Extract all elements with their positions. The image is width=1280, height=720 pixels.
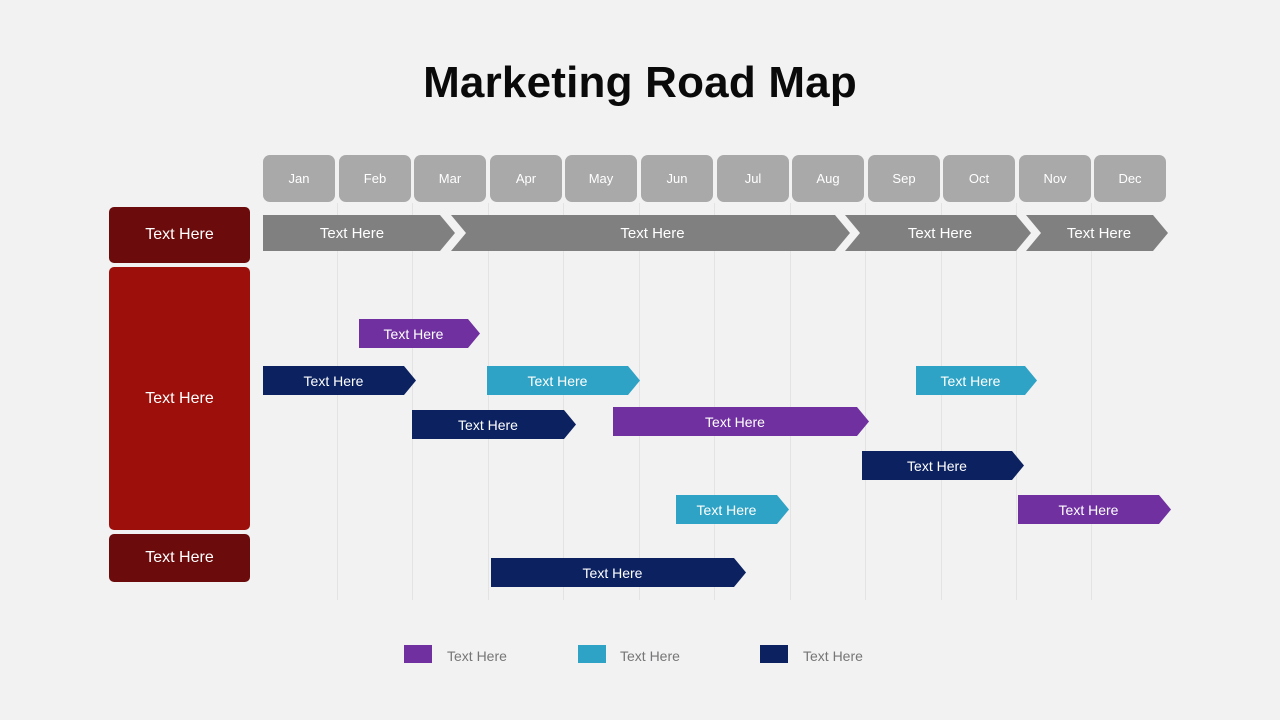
- gridline: [412, 203, 413, 600]
- gridline: [488, 203, 489, 600]
- legend-label: Text Here: [447, 648, 507, 664]
- month-may: May: [565, 155, 637, 202]
- task-bar: Text Here: [862, 451, 1024, 480]
- legend-swatch-navy: [760, 645, 788, 663]
- month-mar: Mar: [414, 155, 486, 202]
- gridline: [865, 203, 866, 600]
- month-jan: Jan: [263, 155, 335, 202]
- phase-bar: Text Here: [451, 215, 850, 251]
- month-nov: Nov: [1019, 155, 1091, 202]
- task-bar: Text Here: [359, 319, 480, 348]
- side-block-top: Text Here: [109, 207, 250, 263]
- legend-label: Text Here: [803, 648, 863, 664]
- legend-swatch-teal: [578, 645, 606, 663]
- gridline: [1091, 203, 1092, 600]
- side-block-bottom: Text Here: [109, 534, 250, 582]
- month-sep: Sep: [868, 155, 940, 202]
- gridline: [337, 203, 338, 600]
- month-jul: Jul: [717, 155, 789, 202]
- month-dec: Dec: [1094, 155, 1166, 202]
- task-bar: Text Here: [676, 495, 789, 524]
- gridline: [639, 203, 640, 600]
- gridline: [714, 203, 715, 600]
- legend-swatch-purple: [404, 645, 432, 663]
- gridline: [563, 203, 564, 600]
- task-bar: Text Here: [412, 410, 576, 439]
- task-bar: Text Here: [487, 366, 640, 395]
- month-aug: Aug: [792, 155, 864, 202]
- month-feb: Feb: [339, 155, 411, 202]
- task-bar: Text Here: [613, 407, 869, 436]
- task-bar: Text Here: [263, 366, 416, 395]
- gridline: [1016, 203, 1017, 600]
- month-apr: Apr: [490, 155, 562, 202]
- month-oct: Oct: [943, 155, 1015, 202]
- task-bar: Text Here: [916, 366, 1037, 395]
- phase-bar: Text Here: [263, 215, 455, 251]
- gridline: [790, 203, 791, 600]
- task-bar: Text Here: [1018, 495, 1171, 524]
- phase-bar: Text Here: [845, 215, 1031, 251]
- page-title: Marketing Road Map: [423, 58, 857, 107]
- side-block-middle: Text Here: [109, 267, 250, 530]
- phase-bar: Text Here: [1026, 215, 1168, 251]
- month-jun: Jun: [641, 155, 713, 202]
- task-bar: Text Here: [491, 558, 746, 587]
- legend-label: Text Here: [620, 648, 680, 664]
- gridline: [941, 203, 942, 600]
